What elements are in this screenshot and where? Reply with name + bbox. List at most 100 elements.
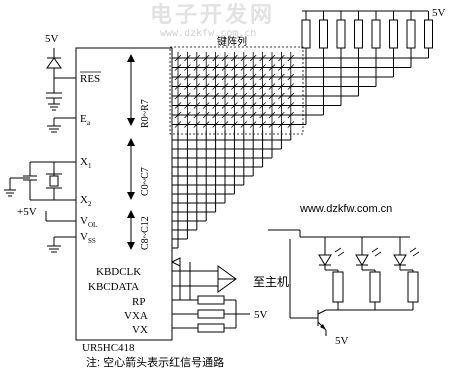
chip-name: UR5HC418 xyxy=(82,342,135,354)
key-switch xyxy=(278,73,285,81)
key-switch xyxy=(240,121,248,128)
key-switch xyxy=(249,64,257,71)
key-switch xyxy=(231,83,238,90)
key-switch xyxy=(249,83,257,90)
key-switch xyxy=(259,121,266,128)
key-switch xyxy=(268,83,276,90)
key-switch xyxy=(193,64,201,71)
key-switch xyxy=(221,83,229,90)
footer-note: 注: 空心箭头表示红信号通路 xyxy=(86,355,224,369)
key-switch xyxy=(193,54,201,62)
key-switch xyxy=(202,54,210,62)
key-switch xyxy=(184,54,191,62)
key-switch xyxy=(287,102,295,109)
pin-vx: VX xyxy=(132,324,148,336)
key-switch xyxy=(212,121,219,128)
key-switch xyxy=(278,92,285,100)
vcc-top-label: 5V xyxy=(432,7,446,19)
host-signals xyxy=(170,257,237,300)
vcc-plus-label: +5V xyxy=(17,206,37,218)
key-switch xyxy=(268,102,276,109)
key-switch xyxy=(249,102,257,109)
key-switch xyxy=(287,54,295,62)
pullup-resistor xyxy=(319,19,328,49)
key-switch xyxy=(174,73,182,81)
key-switch xyxy=(268,111,276,119)
pin-kbdclk: KBDCLK xyxy=(96,266,141,278)
key-switch xyxy=(212,54,219,62)
pin-vxa: VXA xyxy=(124,310,148,322)
key-switch xyxy=(259,54,266,62)
key-switch xyxy=(287,121,295,128)
key-switch xyxy=(249,54,257,62)
key-switch xyxy=(212,92,219,100)
vcc-left-label: 5V xyxy=(45,33,59,45)
pullup-resistors xyxy=(300,11,433,125)
vcc-tr-label: 5V xyxy=(335,335,349,347)
key-switch xyxy=(212,83,219,90)
key-switch xyxy=(184,111,191,119)
key-switch xyxy=(249,111,257,119)
key-switch xyxy=(202,64,210,71)
key-switch xyxy=(287,64,295,71)
vss-ground xyxy=(47,236,76,253)
rp-vx-resistors xyxy=(172,295,250,333)
pullup-resistor xyxy=(354,19,363,49)
pin-ea: E xyxy=(80,113,87,125)
host-label: 至主机 xyxy=(253,275,289,289)
pullup-resistor xyxy=(389,19,398,49)
key-switch xyxy=(287,92,295,100)
key-switch xyxy=(212,73,219,81)
key-switch xyxy=(193,111,201,119)
key-switch xyxy=(259,92,266,100)
key-switch xyxy=(259,73,266,81)
key-switch xyxy=(231,111,238,119)
key-switch xyxy=(193,102,201,109)
key-switch xyxy=(184,73,191,81)
key-switch xyxy=(174,102,182,109)
key-switch xyxy=(231,73,238,81)
key-switch xyxy=(231,92,238,100)
key-switch xyxy=(202,83,210,90)
vcc-rp-label: 5V xyxy=(254,309,268,321)
ea-ground xyxy=(47,117,76,133)
pin-vol: V xyxy=(80,215,88,227)
label-cols2: C8~C12 xyxy=(140,216,151,250)
key-switch xyxy=(231,54,238,62)
key-switch xyxy=(278,64,285,71)
pin-rp: RP xyxy=(132,296,145,308)
key-switch xyxy=(287,111,295,119)
pullup-resistor xyxy=(424,19,433,49)
pin-ea-sub: a xyxy=(87,119,91,127)
key-switch xyxy=(221,73,229,81)
key-switch xyxy=(259,111,266,119)
key-switch xyxy=(278,83,285,90)
pullup-resistor xyxy=(406,19,416,49)
led-indicators xyxy=(300,236,420,336)
pin-x1-sub: 1 xyxy=(88,162,92,170)
key-matrix xyxy=(172,52,300,130)
watermark-url: www.dzkfw.com.cn xyxy=(160,28,256,39)
key-switch xyxy=(193,121,201,128)
key-switch xyxy=(202,121,210,128)
key-switch xyxy=(278,54,285,62)
key-switch xyxy=(278,111,285,119)
key-switch xyxy=(278,102,285,109)
pin-x2: X xyxy=(80,194,88,206)
pullup-resistor xyxy=(301,19,311,49)
key-switch xyxy=(212,64,219,71)
key-switch xyxy=(221,111,229,119)
key-switch xyxy=(193,73,201,81)
chip-body xyxy=(75,47,173,341)
key-switch xyxy=(193,92,201,100)
key-switch xyxy=(202,92,210,100)
key-switch xyxy=(221,121,229,128)
key-switch xyxy=(240,54,248,62)
key-switch xyxy=(240,102,248,109)
key-switch xyxy=(212,102,219,109)
key-switch xyxy=(240,64,248,71)
key-switch xyxy=(287,83,295,90)
key-switch xyxy=(268,64,276,71)
pin-vol-sub: OL xyxy=(88,221,97,229)
key-switch xyxy=(231,102,238,109)
